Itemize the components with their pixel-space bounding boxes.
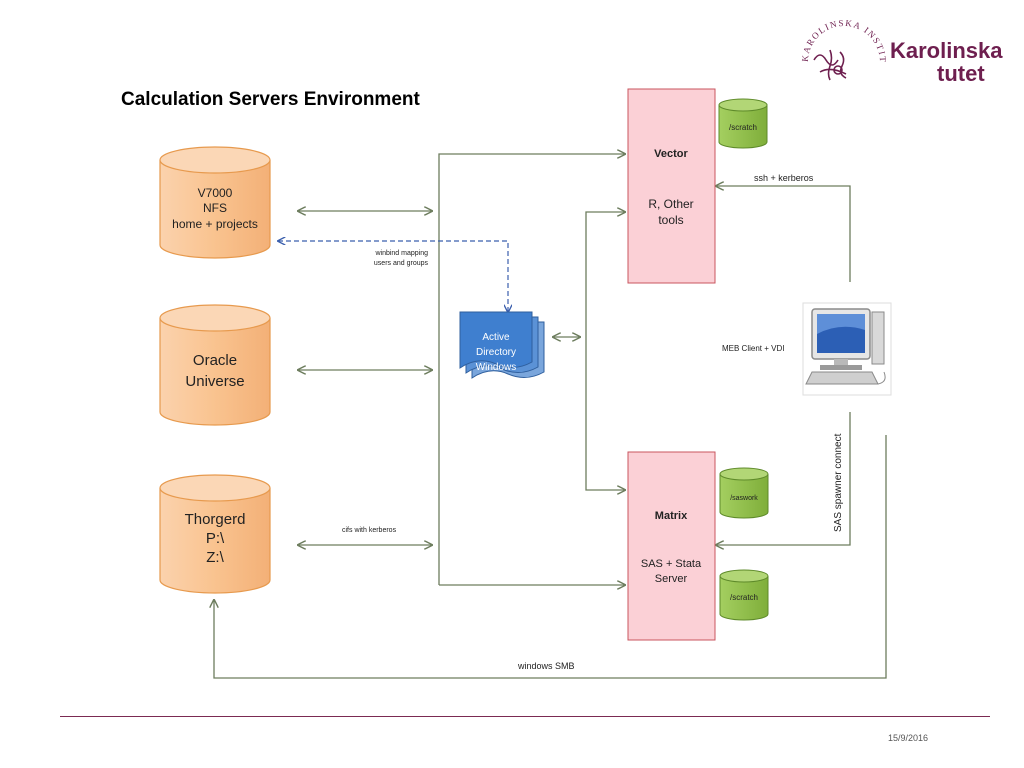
oracle-label-2: Universe (185, 373, 244, 390)
active-directory-icon (459, 311, 545, 379)
matrix-name: Matrix (655, 510, 688, 522)
thorgerd-label-2: P:\ (206, 530, 225, 547)
winbind-label-2: users and groups (374, 260, 429, 267)
vector-scratch-disk (718, 98, 768, 149)
sas-connector (716, 412, 851, 545)
ad-to-vector (585, 212, 625, 490)
vector-scratch-label: /scratch (729, 123, 757, 132)
smb-connector (214, 435, 887, 679)
thorgerd-label-3: Z:\ (206, 549, 224, 566)
oracle-label-1: Oracle (193, 352, 237, 369)
slide-title: Calculation Servers Environment (121, 89, 420, 110)
matrix-scratch-disk (719, 569, 769, 621)
logo-line2: tutet (937, 61, 985, 86)
sas-spawner-label: SAS spawner connect (833, 433, 844, 532)
matrix-server-box (627, 451, 716, 641)
matrix-tools-2: Server (655, 573, 688, 585)
oracle-cylinder (159, 304, 271, 426)
logo-line1: Karolinska (890, 38, 1003, 63)
client-computer-icon (802, 302, 892, 396)
logo-seal-icon: KAROLINSKA INSTITUTET (800, 20, 887, 81)
v7000-label-3: home + projects (172, 217, 258, 231)
v7000-cylinder (159, 146, 271, 259)
windows-smb-label: windows SMB (517, 661, 575, 671)
vector-name: Vector (654, 148, 688, 160)
ssh-connector (716, 186, 851, 282)
winbind-label-1: winbind mapping (374, 250, 428, 257)
vector-tools-2: tools (658, 213, 683, 227)
bus-to-vector (438, 154, 625, 585)
matrix-scratch-label: /scratch (730, 593, 758, 602)
matrix-tools-1: SAS + Stata (641, 558, 702, 570)
winbind-connector (278, 241, 508, 312)
ssh-label: ssh + kerberos (754, 173, 814, 183)
cifs-label: cifs with kerberos (342, 527, 397, 534)
thorgerd-cylinder (159, 474, 271, 594)
v7000-label-2: NFS (203, 201, 227, 215)
ad-label-2: Directory (476, 347, 516, 358)
ad-label-3: Windows (476, 362, 517, 373)
vector-server-box (627, 88, 716, 284)
matrix-saswork-disk (719, 467, 769, 519)
client-label: MEB Client + VDI (722, 344, 784, 353)
thorgerd-label-1: Thorgerd (185, 511, 246, 528)
slide-date: 15/9/2016 (888, 733, 929, 743)
vector-tools-1: R, Other (648, 197, 693, 211)
matrix-saswork-label: /saswork (730, 495, 758, 502)
v7000-label-1: V7000 (198, 186, 233, 200)
footer-divider (60, 716, 990, 717)
ad-label-1: Active (482, 332, 510, 343)
